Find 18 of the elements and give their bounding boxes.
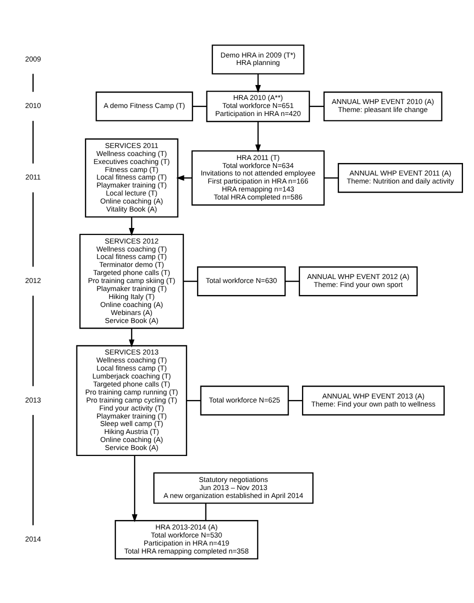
connector bbox=[32, 295, 34, 386]
arrow bbox=[128, 328, 134, 348]
connector bbox=[288, 400, 302, 401]
connector bbox=[184, 280, 198, 282]
connector bbox=[186, 400, 201, 401]
connector bbox=[310, 105, 324, 106]
connector bbox=[192, 105, 206, 106]
connector bbox=[285, 280, 300, 282]
arrow bbox=[132, 455, 138, 522]
connector bbox=[324, 176, 338, 178]
arrow bbox=[128, 216, 134, 236]
arrow bbox=[255, 121, 261, 152]
arrow bbox=[255, 73, 261, 92]
connector bbox=[32, 120, 34, 163]
connector bbox=[32, 73, 34, 92]
connector bbox=[32, 414, 34, 525]
connector bbox=[205, 502, 206, 520]
connector bbox=[32, 192, 34, 266]
